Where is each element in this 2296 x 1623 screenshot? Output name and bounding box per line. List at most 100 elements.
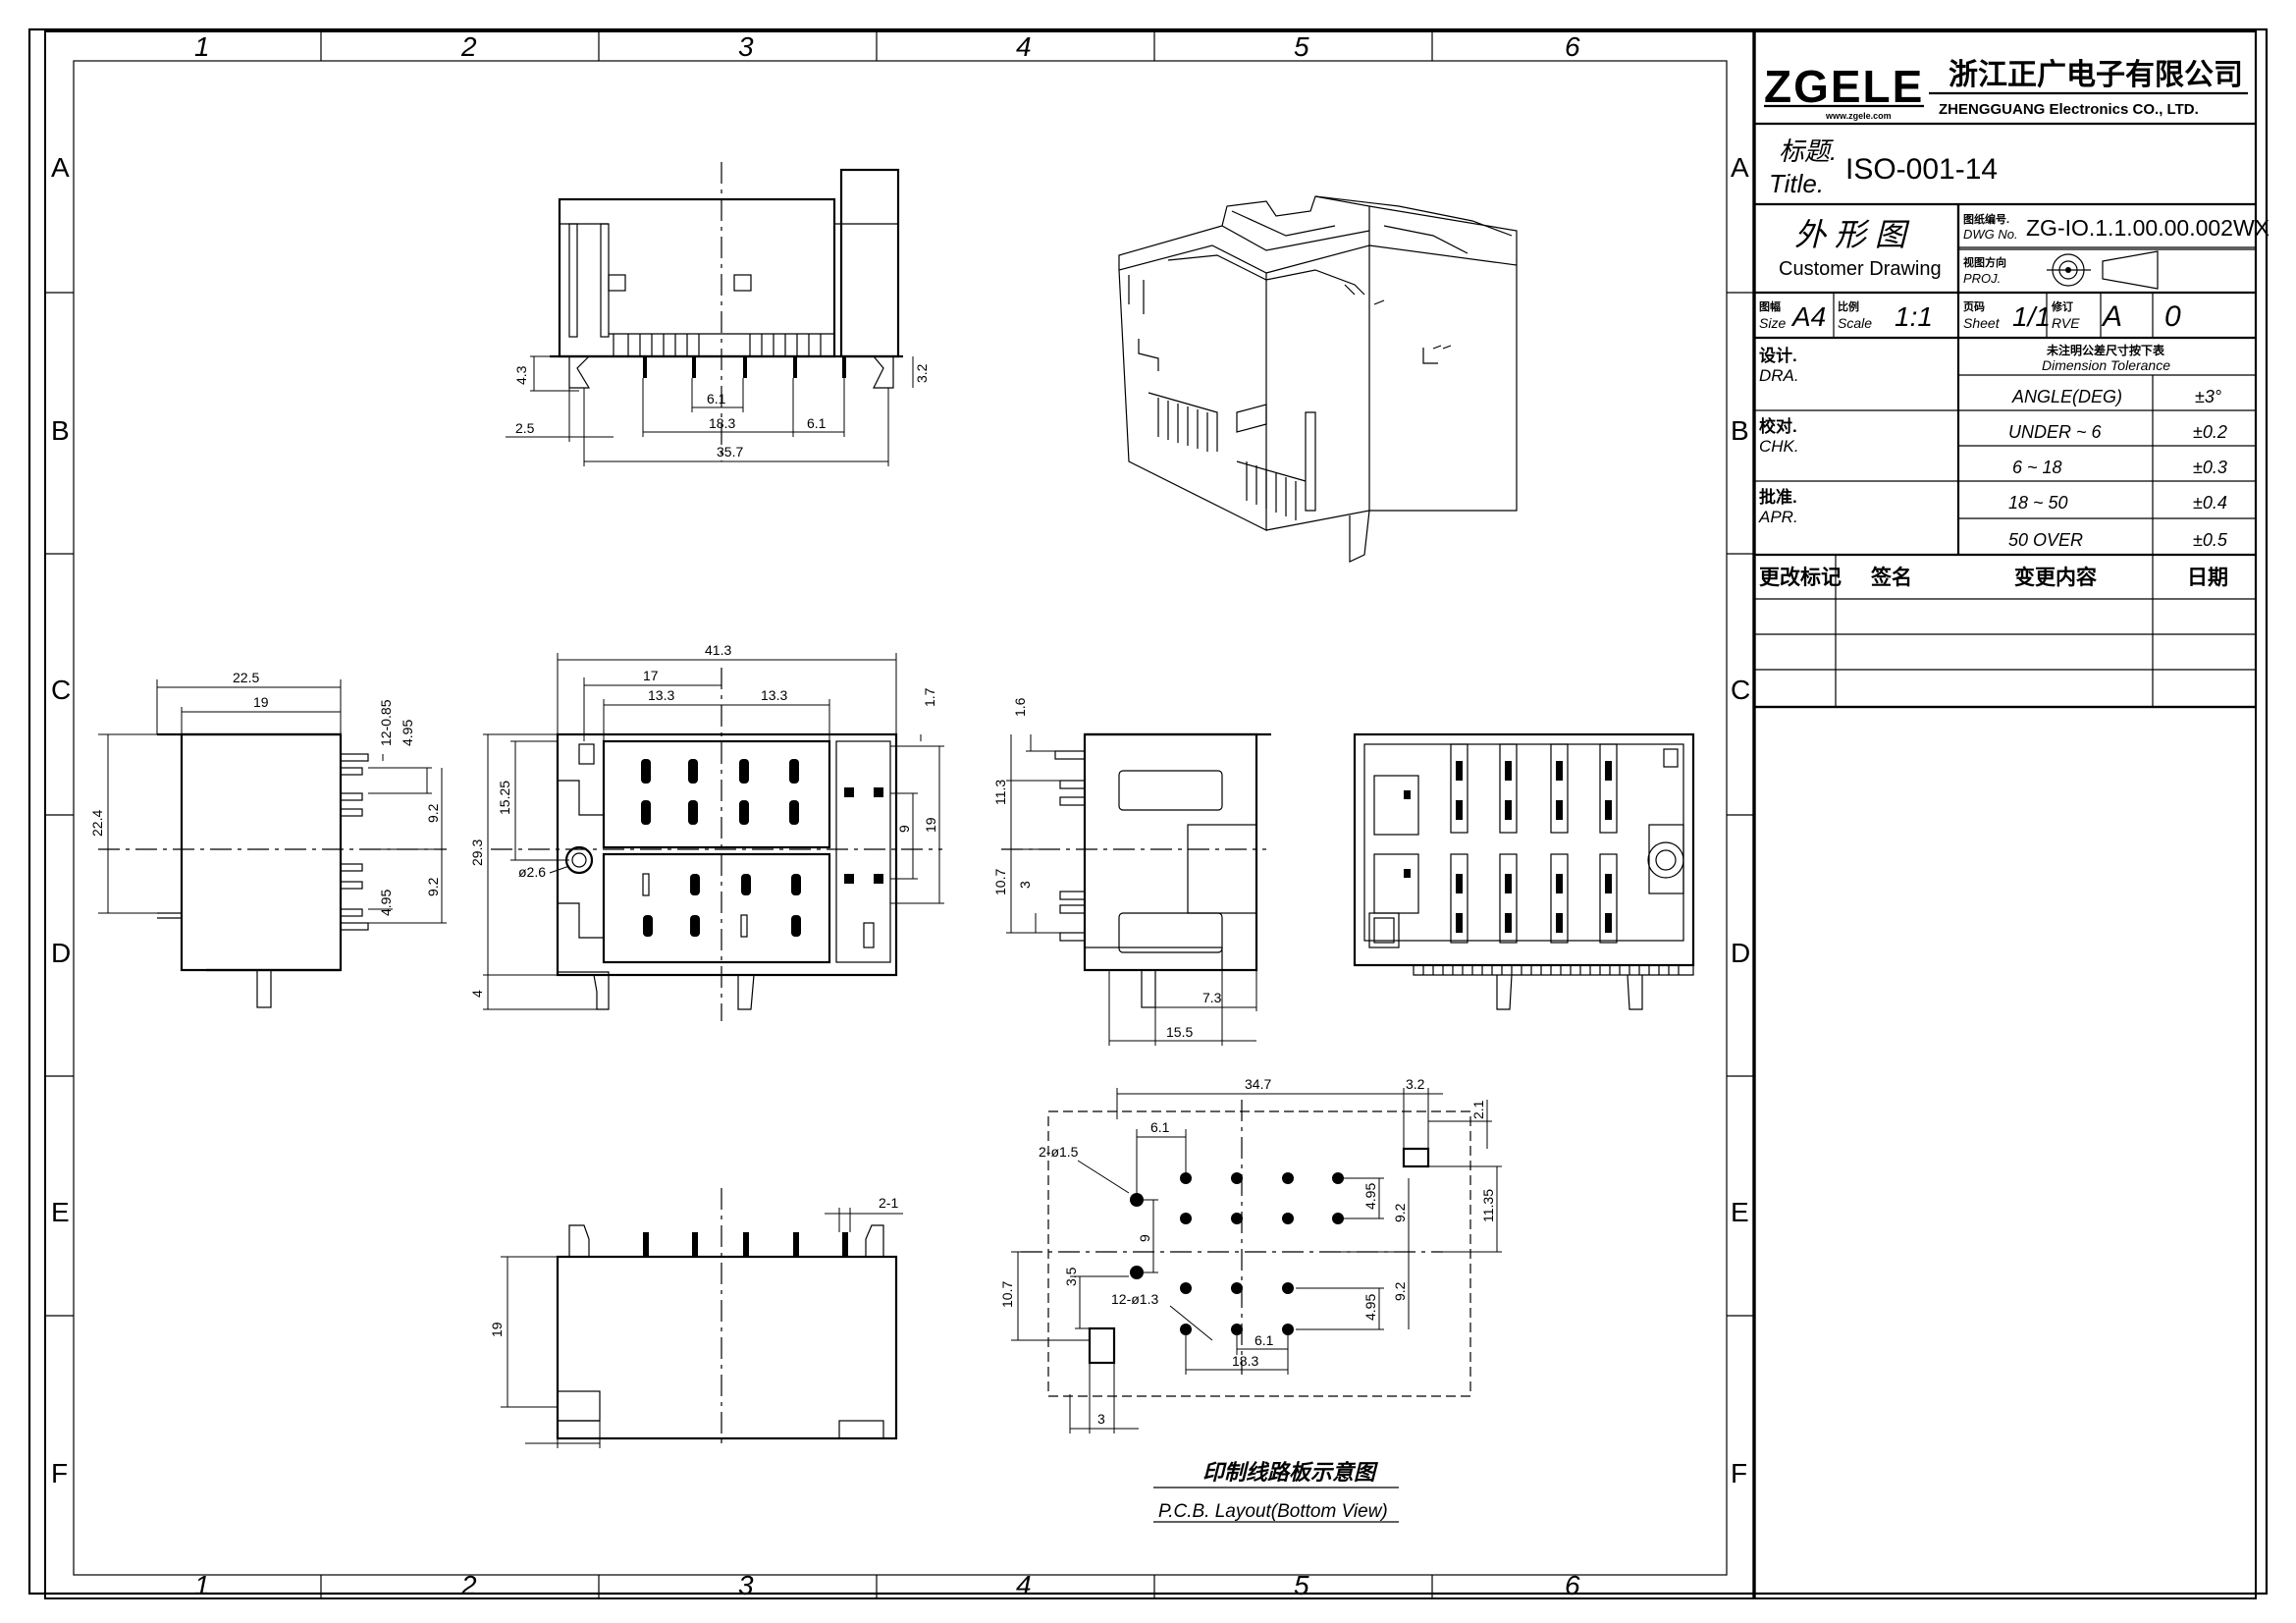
front-view: 41.3 17 13.3 13.3 1.7 15.25 29.3 ø2.6 9 …: [469, 642, 944, 1021]
side-dim-4-95-a: 4.95: [400, 720, 415, 746]
front-dim-9: 9: [896, 825, 912, 833]
front-dim-13-3-b: 13.3: [761, 687, 787, 703]
row-label-a-right: A: [1731, 152, 1749, 183]
tolerance-range-2: 6 ~ 18: [2012, 458, 2062, 477]
row-label-f: F: [51, 1458, 68, 1488]
front-dim-phi-2-6: ø2.6: [518, 864, 546, 880]
right-side-pins: [1054, 750, 1086, 942]
title-block: ZGELE www.zgele.com 浙江正广电子有限公司 ZHENGGUAN…: [1752, 29, 2269, 709]
tolerance-value-3: ±0.4: [2193, 493, 2227, 513]
company-name-en: ZHENGGUANG Electronics CO., LTD.: [1939, 101, 2199, 118]
design-label-en: DRA.: [1759, 366, 1799, 385]
row-label-e-right: E: [1731, 1197, 1749, 1227]
approve-label-cn: 批准.: [1759, 487, 1797, 507]
pcb-title-en: P.C.B. Layout(Bottom View): [1158, 1501, 1388, 1522]
top-view: 4.3 3.2 6.1 18.3 6.1 2.5 35.7: [506, 162, 930, 466]
tolerance-range-4: 50 OVER: [2008, 530, 2083, 550]
sheet-value: 1/1: [2012, 301, 2051, 332]
pcb-dim-9-2-a: 9.2: [1392, 1203, 1408, 1222]
col-label-1-bottom: 1: [194, 1570, 210, 1600]
pcb-dim-3-2: 3.2: [1406, 1076, 1425, 1092]
tolerance-range-1: UNDER ~ 6: [2008, 422, 2103, 442]
pcb-dim-3-5: 3.5: [1063, 1267, 1079, 1286]
projection-symbol-icon: [2047, 250, 2159, 290]
pcb-dim-4-95-b: 4.95: [1362, 1294, 1378, 1321]
right-side-view: 1.6 11.3 10.7 3 7.3 15.5: [992, 697, 1271, 1046]
title-label-en: Title.: [1769, 169, 1824, 198]
pcb-dim-4-95-a: 4.95: [1362, 1183, 1378, 1210]
size-label-en: Size: [1759, 315, 1786, 331]
rear-view-slots: [1404, 743, 1618, 944]
front-dim-13-3-a: 13.3: [648, 687, 674, 703]
pcb-dim-6-1-b: 6.1: [1255, 1332, 1274, 1348]
tolerance-value-2: ±0.3: [2193, 458, 2227, 477]
scale-label-cn: 比例: [1838, 299, 1859, 313]
front-view-contacts: [641, 759, 883, 938]
drawing-type-cn: 外 形 图: [1794, 217, 1910, 252]
side-dim-22-4: 22.4: [89, 810, 105, 837]
col-label-2-bottom: 2: [460, 1570, 477, 1600]
row-label-b: B: [51, 415, 70, 446]
grid-columns-bottom: 1 2 3 4 5 6: [194, 1570, 1580, 1600]
approve-label-en: APR.: [1758, 508, 1798, 526]
front-dim-41-3: 41.3: [705, 642, 731, 658]
side-view-pins: [340, 753, 369, 931]
front-dim-4: 4: [469, 990, 485, 998]
pcb-dim-11-35: 11.35: [1480, 1189, 1496, 1222]
pcb-layout-view: 34.7 3.2 2.1 6.1 2-ø1.5 4.95 9.2 11.35 9…: [999, 1076, 1502, 1523]
front-dim-1-7: 1.7: [922, 687, 937, 707]
top-dim-4-3: 4.3: [513, 365, 529, 385]
pcb-dim-9-2-b: 9.2: [1392, 1281, 1408, 1301]
top-dim-2-5: 2.5: [515, 420, 535, 436]
bottom-view-pins: [643, 1232, 848, 1257]
right-dim-15-5: 15.5: [1166, 1024, 1193, 1040]
top-dim-18-3: 18.3: [709, 415, 735, 431]
top-dim-35-7: 35.7: [717, 444, 743, 460]
pcb-holes: [1130, 1172, 1344, 1335]
top-dim-3-2: 3.2: [914, 363, 930, 383]
pcb-dim-2-phi-1-5: 2-ø1.5: [1039, 1144, 1079, 1160]
rear-view: [1353, 732, 1695, 1010]
rev-number: 0: [2164, 300, 2181, 333]
tolerance-range-0: ANGLE(DEG): [2011, 387, 2122, 406]
front-dim-19: 19: [923, 817, 938, 833]
drawing-type-en: Customer Drawing: [1779, 258, 1942, 280]
right-dim-10-7: 10.7: [992, 869, 1008, 895]
col-label-6-bottom: 6: [1565, 1570, 1580, 1600]
bottom-dim-2-1: 2-1: [879, 1195, 898, 1211]
bottom-dim-19: 19: [489, 1322, 505, 1337]
title-label-cn: 标题.: [1779, 136, 1837, 166]
row-label-f-right: F: [1731, 1458, 1747, 1488]
rev-label-en: RVE: [2052, 315, 2080, 331]
front-dim-15-25: 15.25: [497, 781, 512, 815]
side-dim-4-95-b: 4.95: [378, 890, 394, 916]
row-label-d: D: [51, 938, 71, 968]
col-label-5: 5: [1294, 31, 1309, 62]
company-name-cn: 浙江正广电子有限公司: [1949, 59, 2243, 91]
grid-rows-left: A B C D E F: [45, 152, 74, 1488]
row-label-c-right: C: [1731, 675, 1750, 705]
side-dim-22-5: 22.5: [233, 670, 259, 685]
proj-label-cn: 视图方向: [1963, 255, 2006, 269]
pcb-dim-10-7: 10.7: [999, 1281, 1015, 1308]
side-dim-9-2-b: 9.2: [425, 877, 441, 896]
title-value: ISO-001-14: [1845, 153, 1998, 186]
revision-header-mark: 更改标记: [1759, 566, 1842, 589]
rev-label-cn: 修订: [2051, 299, 2073, 313]
row-label-b-right: B: [1731, 415, 1749, 446]
check-label-en: CHK.: [1759, 437, 1799, 456]
right-dim-11-3: 11.3: [992, 780, 1008, 805]
company-url: www.zgele.com: [1825, 111, 1892, 121]
dwg-no-label-en: DWG No.: [1963, 227, 2018, 242]
side-dim-12-0-85: 12-0.85: [378, 699, 394, 746]
col-label-1: 1: [194, 31, 210, 62]
side-dim-19: 19: [253, 694, 269, 710]
col-label-4-bottom: 4: [1016, 1570, 1032, 1600]
col-label-5-bottom: 5: [1294, 1570, 1309, 1600]
col-label-3: 3: [738, 31, 754, 62]
front-dim-17: 17: [643, 668, 659, 683]
proj-label-en: PROJ.: [1963, 271, 2001, 286]
bottom-view: 2-1 19 3: [489, 1188, 903, 1448]
dwg-no-label-cn: 图纸编号.: [1963, 212, 2009, 226]
